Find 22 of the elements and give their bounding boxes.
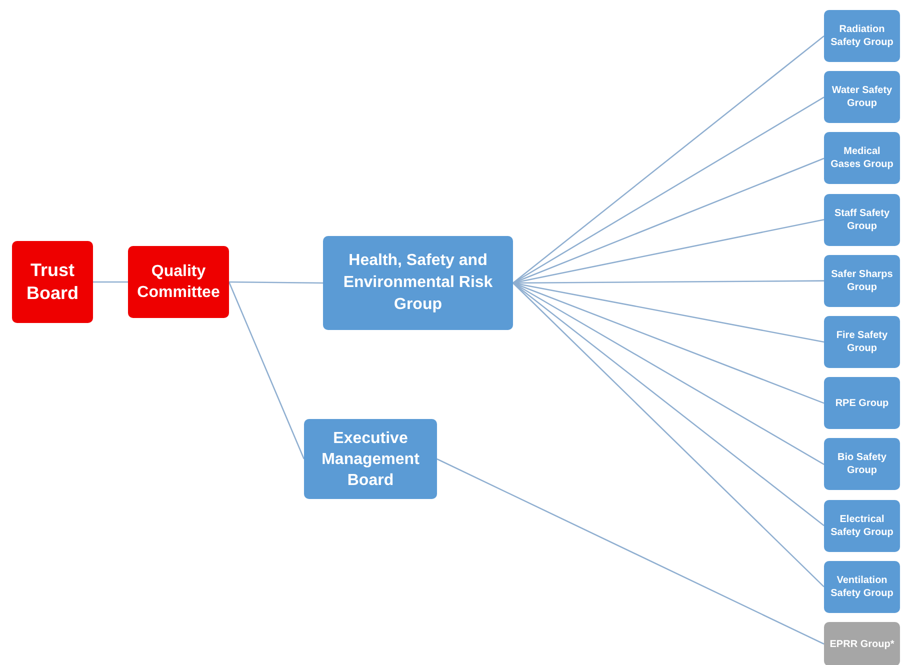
- org-box: Trust Board: [12, 241, 93, 323]
- org-box: RPE Group: [824, 377, 900, 430]
- org-box: Radiation Safety Group: [824, 10, 900, 62]
- org-box: Health, Safety and Environmental Risk Group: [323, 236, 513, 330]
- org-box: Ventilation Safety Group: [824, 560, 900, 613]
- connector-line: [512, 36, 824, 284]
- connector-line: [512, 282, 824, 588]
- org-box: Electrical Safety Group: [824, 500, 900, 552]
- org-box: Bio Safety Group: [824, 438, 900, 490]
- org-box: Executive Management Board: [304, 419, 437, 499]
- org-box: Medical Gases Group: [824, 132, 900, 184]
- org-box: Fire Safety Group: [824, 316, 900, 368]
- org-box: Staff Safety Group: [824, 194, 900, 246]
- connector-line: [228, 282, 305, 460]
- org-box: Water Safety Group: [824, 71, 900, 124]
- connector-line: [436, 458, 824, 645]
- org-box: Quality Committee: [128, 246, 229, 318]
- connector-line: [93, 281, 128, 283]
- connector-line: [512, 96, 824, 284]
- org-box: EPRR Group*: [824, 622, 900, 665]
- org-box: Safer Sharps Group: [824, 254, 900, 307]
- connector-line: [229, 281, 323, 284]
